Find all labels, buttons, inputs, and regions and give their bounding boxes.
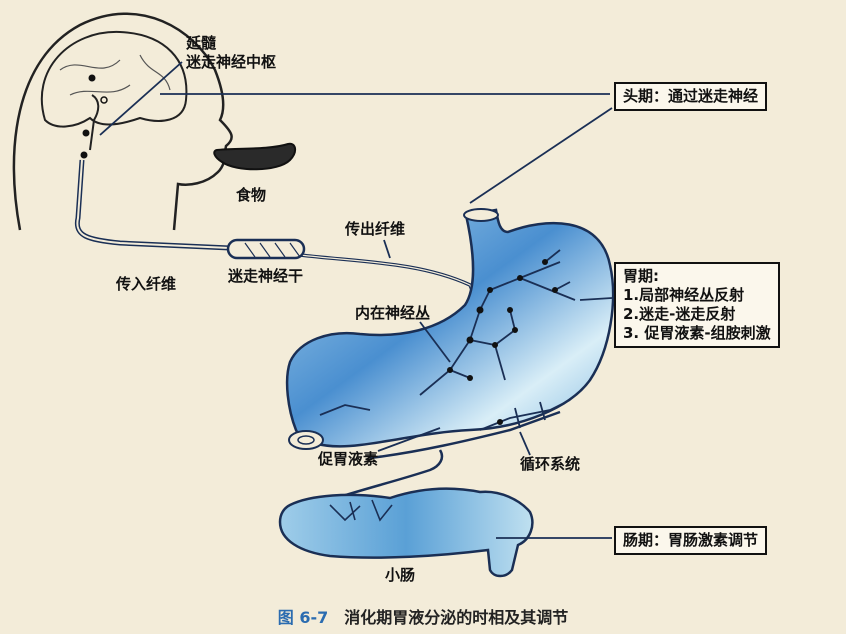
label-food: 食物	[236, 186, 267, 204]
figure-caption-text: 消化期胃液分泌的时相及其调节	[344, 608, 569, 627]
label-intrinsic-plexus: 内在神经丛	[355, 304, 431, 322]
vagus-nerve	[74, 159, 231, 251]
intestinal-phase-box: 肠期：胃肠激素调节	[614, 526, 768, 555]
intestinal-phase-text: 肠期：胃肠激素调节	[623, 531, 759, 549]
label-efferent-fiber: 传出纤维	[345, 220, 406, 238]
head-outline	[12, 12, 233, 231]
label-small-intestine: 小肠	[385, 566, 416, 584]
gastric-phase-title: 胃期:	[623, 267, 659, 285]
brainstem	[89, 94, 100, 151]
cephalic-phase-box: 头期：通过迷走神经	[614, 82, 768, 111]
cephalic-phase-text: 头期：通过迷走神经	[623, 87, 759, 105]
brain-outline	[40, 30, 188, 128]
label-circulation: 循环系统	[520, 455, 581, 473]
small-intestine	[278, 487, 534, 578]
food-icon	[213, 142, 296, 171]
figure-caption: 图 6-7 消化期胃液分泌的时相及其调节	[0, 604, 846, 628]
gastric-phase-item-2: 2.迷走-迷走反射	[623, 305, 736, 323]
circulation-line	[369, 410, 561, 460]
stomach	[285, 208, 615, 448]
label-medulla: 延髓	[186, 34, 217, 52]
label-gastrin: 促胃液素	[318, 450, 379, 468]
label-vagus-center: 迷走神经中枢	[186, 53, 277, 71]
label-vagal-trunk: 迷走神经干	[228, 267, 304, 285]
label-afferent-fiber: 传入纤维	[116, 275, 177, 293]
vagal-trunk	[226, 238, 306, 260]
gastric-phase-item-1: 1.局部神经丛反射	[623, 286, 745, 304]
gastric-phase-item-3: 3. 促胃液素-组胺刺激	[623, 324, 771, 342]
gastric-phase-box: 胃期: 1.局部神经丛反射 2.迷走-迷走反射 3. 促胃液素-组胺刺激	[614, 262, 780, 348]
figure-number: 图 6-7	[277, 608, 329, 627]
